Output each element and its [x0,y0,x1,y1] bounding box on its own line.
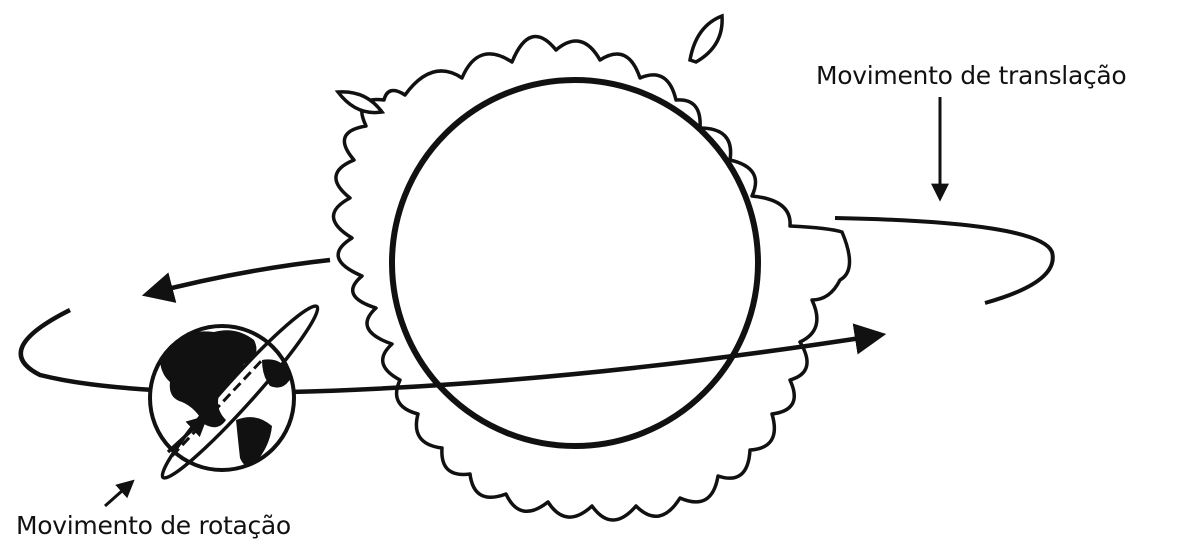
earth-continent-south [236,417,272,466]
orbit-back-right [835,218,1053,303]
flame-petal-top-right [690,16,722,62]
sun-disc [392,80,758,446]
rotation-pointer-arrow [105,482,132,506]
rotation-label: Movimento de rotação [16,511,291,540]
flame-petal-left [338,92,382,113]
translation-label: Movimento de translação [816,61,1126,90]
orbit-arrow-upper-left [148,260,330,294]
